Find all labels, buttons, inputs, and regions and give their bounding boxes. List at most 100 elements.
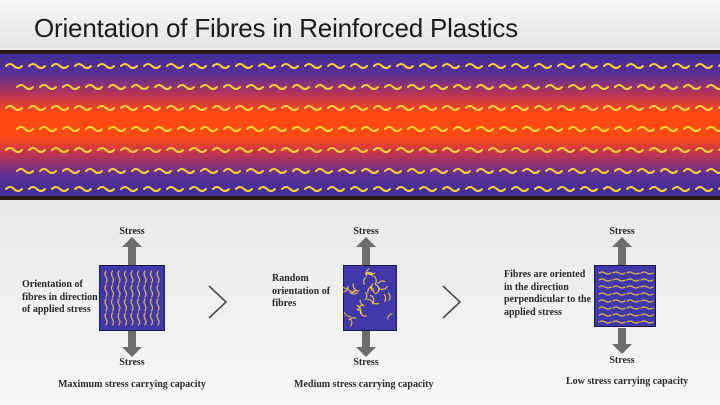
fibre-squiggle	[419, 147, 437, 153]
fibre-strand	[612, 306, 626, 310]
fibre-squiggle	[350, 147, 368, 153]
fibre-strand	[626, 271, 640, 275]
fibre-squiggle	[281, 63, 299, 69]
fibre-squiggle	[557, 105, 575, 111]
fibre-squiggle	[200, 168, 218, 174]
fibre-squiggle	[28, 147, 46, 153]
fibre-strand	[371, 300, 379, 305]
fibre-squiggle	[511, 147, 529, 153]
fibre-strand	[374, 287, 381, 295]
panel-caption-3: Low stress carrying capacity	[566, 376, 689, 387]
fibre-squiggle	[39, 168, 57, 174]
fibre-squiggle	[511, 105, 529, 111]
fibre-strand	[117, 284, 121, 298]
stress-label-top-3: Stress	[609, 226, 635, 237]
fibre-squiggle	[85, 126, 103, 132]
fibre-strand	[349, 292, 358, 295]
fibre-squiggle	[327, 147, 345, 153]
fibre-strand	[364, 292, 368, 301]
fibre-squiggle	[614, 84, 632, 90]
fibre-squiggle	[292, 84, 310, 90]
fibre-strand	[640, 299, 654, 303]
fibre-strand	[387, 292, 391, 301]
fibre-squiggle	[74, 147, 92, 153]
fibre-squiggle	[97, 63, 115, 69]
fibre-squiggle	[591, 126, 609, 132]
panel-description-1: Orientation of fibres in direction of ap…	[22, 279, 98, 315]
fibre-strand	[626, 313, 640, 317]
chevron-right-icon	[208, 285, 228, 319]
chevron-right-icon	[442, 285, 462, 319]
fibre-squiggle	[396, 63, 414, 69]
fibre-squiggle	[292, 126, 310, 132]
fibre-strand	[123, 270, 128, 284]
fibre-strand	[365, 268, 370, 277]
fibre-squiggle	[603, 186, 621, 192]
fibre-strand	[626, 278, 640, 282]
fibre-squiggle	[442, 105, 460, 111]
fibre-squiggle	[545, 168, 563, 174]
fibre-squiggle	[281, 147, 299, 153]
fibre-strand	[640, 278, 654, 282]
fibre-squiggle	[706, 84, 720, 90]
fibre-squiggle	[373, 105, 391, 111]
fibre-squiggle	[476, 84, 494, 90]
fibre-squiggle	[189, 105, 207, 111]
fibre-squiggle	[580, 186, 598, 192]
fibre-squiggle	[649, 147, 667, 153]
fibre-squiggle	[499, 84, 517, 90]
fibre-squiggle	[189, 186, 207, 192]
fibre-squiggle	[614, 168, 632, 174]
arrow-down-icon	[612, 328, 632, 354]
fibre-squiggle	[407, 84, 425, 90]
fibre-squiggle	[430, 168, 448, 174]
fibre-strand	[640, 306, 654, 310]
fibre-strand	[612, 285, 626, 289]
fibre-strand	[598, 285, 612, 289]
fibre-squiggle	[522, 126, 540, 132]
fibre-squiggle	[465, 147, 483, 153]
fibre-strand	[612, 278, 626, 282]
fibre-squiggle	[476, 168, 494, 174]
fibre-squiggle	[465, 186, 483, 192]
fibre-squiggle	[522, 168, 540, 174]
fibre-squiggle	[396, 105, 414, 111]
fibre-squiggle	[315, 168, 333, 174]
fibre-squiggle	[419, 105, 437, 111]
fibre-squiggle	[108, 168, 126, 174]
fibre-squiggle	[246, 126, 264, 132]
fibre-squiggle	[511, 63, 529, 69]
page-title: Orientation of Fibres in Reinforced Plas…	[34, 13, 518, 43]
fibre-squiggle	[304, 105, 322, 111]
fibre-squiggle	[649, 63, 667, 69]
fibre-squiggle	[51, 105, 69, 111]
fibre-squiggle	[51, 186, 69, 192]
fibre-strand	[612, 313, 626, 317]
fibre-squiggle	[603, 147, 621, 153]
fibre-strand	[377, 280, 386, 284]
fibre-strand	[640, 271, 654, 275]
fibre-squiggle	[327, 186, 345, 192]
fibre-squiggle	[534, 147, 552, 153]
fibre-squiggle	[39, 84, 57, 90]
fibre-strand	[136, 284, 141, 298]
fibre-squiggle	[120, 186, 138, 192]
fibre-squiggle	[695, 105, 713, 111]
fibre-strand	[149, 312, 154, 326]
fibre-strand	[640, 313, 654, 317]
fibre-squiggle	[39, 126, 57, 132]
fibre-squiggle	[453, 168, 471, 174]
fibre-squiggle	[304, 147, 322, 153]
fibre-squiggle	[120, 147, 138, 153]
fibre-squiggle	[453, 126, 471, 132]
fibre-squiggle	[649, 105, 667, 111]
fibre-strand	[104, 284, 108, 298]
fibre-squiggle	[591, 168, 609, 174]
fibre-squiggle	[407, 126, 425, 132]
fibre-strand	[374, 283, 380, 291]
fibre-band-graphic	[0, 50, 720, 200]
fibre-strand	[149, 270, 154, 284]
fibre-squiggle	[557, 186, 575, 192]
arrow-down-icon	[356, 331, 376, 357]
fibre-strand	[343, 312, 351, 318]
